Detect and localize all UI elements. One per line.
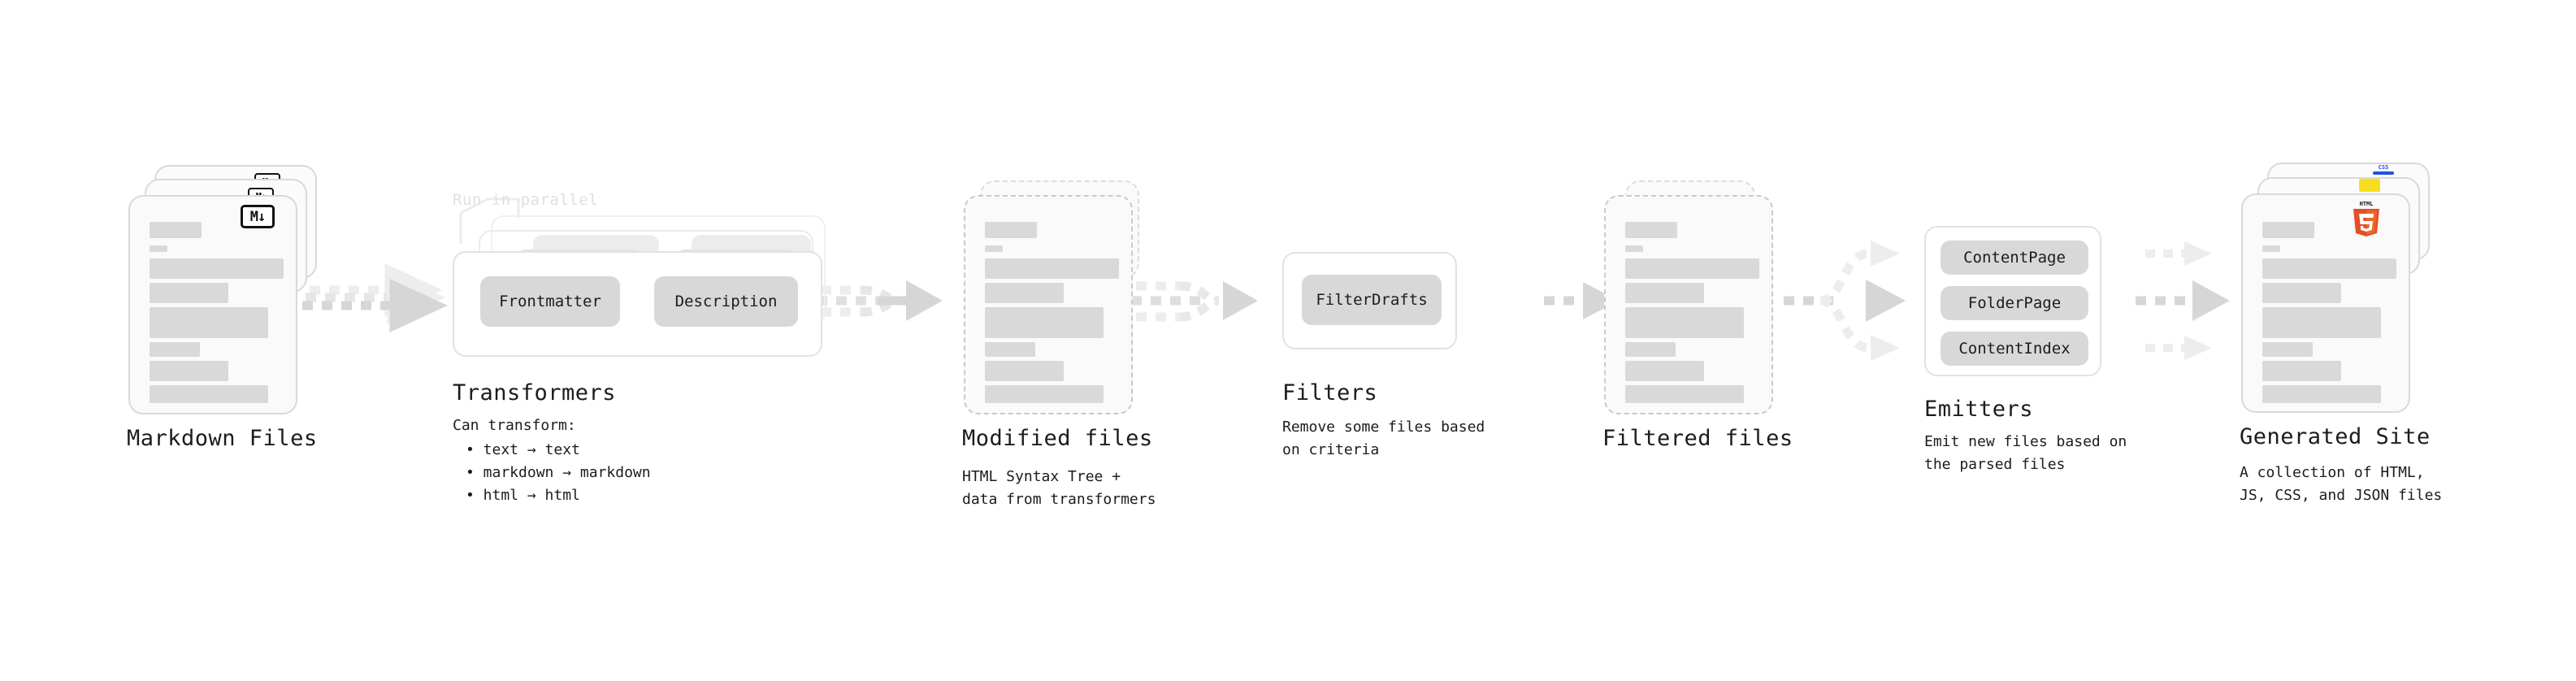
stage-title-filtered-files: Filtered files: [1602, 426, 1793, 451]
markdown-logo: M↓: [241, 205, 275, 228]
arrow-emitters-to-site: [2136, 241, 2230, 360]
transformer-node-label: Frontmatter: [499, 293, 601, 310]
transformer-node-label: Description: [674, 293, 778, 310]
generated-site-subtitle-line-1: JS, CSS, and JSON files: [2240, 486, 2443, 504]
stage-title-generated-site: Generated Site: [2240, 424, 2431, 449]
skeleton-bar: [985, 307, 1104, 338]
skeleton-bar: [2262, 245, 2280, 252]
run-in-parallel-label: Run in parallel: [453, 191, 599, 209]
stage-title-transformers: Transformers: [453, 380, 617, 406]
skeleton-bar: [985, 245, 1003, 252]
modified-files-subtitle-line-0: HTML Syntax Tree +: [962, 468, 1121, 485]
transformer-node-frontmatter[interactable]: Frontmatter: [480, 276, 620, 327]
skeleton-bar: [985, 385, 1104, 403]
css-badge: [2373, 171, 2394, 175]
modified-files-subtitle-line-1: data from transformers: [962, 490, 1156, 508]
skeleton-bar: [985, 342, 1035, 357]
filter-node-label: FilterDrafts: [1316, 291, 1428, 309]
skeleton-bar: [150, 385, 268, 403]
filters-group: FilterDrafts: [1282, 252, 1457, 349]
emitters-group: ContentPage FolderPage ContentIndex: [1924, 226, 2101, 376]
skeleton-bar: [1625, 222, 1677, 238]
arrow-modified-to-filters: [1131, 281, 1258, 322]
skeleton-bar: [985, 283, 1064, 303]
generated-card-front: [2241, 193, 2410, 413]
skeleton-bar: [1625, 385, 1744, 403]
emitters-subtitle-line-0: Emit new files based on: [1924, 433, 2127, 450]
emitter-node-label: ContentIndex: [1958, 340, 2071, 358]
skeleton-bar: [2262, 342, 2313, 357]
filtered-card-front: [1604, 195, 1773, 414]
transformers-bullet-1: • markdown → markdown: [466, 463, 651, 481]
emitter-node-folderpage[interactable]: FolderPage: [1941, 286, 2088, 320]
skeleton-bar: [150, 361, 228, 381]
modified-files-subtitle: HTML Syntax Tree + data from transformer…: [962, 466, 1156, 511]
stage-title-markdown-files: Markdown Files: [127, 426, 318, 451]
stage-title-filters: Filters: [1282, 380, 1378, 406]
skeleton-bar: [1625, 307, 1744, 338]
emitter-node-contentindex[interactable]: ContentIndex: [1941, 332, 2088, 366]
skeleton-bar: [150, 342, 200, 357]
transformers-bullet-0: • text → text: [466, 440, 580, 458]
stage-title-modified-files: Modified files: [962, 426, 1153, 451]
html5-logo: HTML: [2350, 199, 2383, 236]
skeleton-bar: [2262, 385, 2381, 403]
svg-text:HTML: HTML: [2360, 201, 2374, 207]
skeleton-bar: [2262, 222, 2314, 238]
emitters-subtitle-line-1: the parsed files: [1924, 455, 2066, 473]
markdown-card-front: [128, 195, 297, 414]
arrow-transformers-to-modified: [817, 280, 943, 321]
skeleton-bar: [150, 222, 202, 238]
arrow-filtered-to-emitters: [1784, 241, 1906, 361]
emitter-node-contentpage[interactable]: ContentPage: [1941, 241, 2088, 275]
skeleton-bar: [985, 222, 1037, 238]
emitters-subtitle: Emit new files based on the parsed files: [1924, 431, 2127, 476]
transformers-bullet-2: • html → html: [466, 486, 580, 504]
skeleton-bar: [2262, 307, 2381, 338]
skeleton-bar: [1625, 283, 1704, 303]
css-badge-label: CSS: [2378, 164, 2389, 171]
skeleton-bar: [150, 307, 268, 338]
filters-subtitle-line-1: on criteria: [1282, 440, 1380, 458]
skeleton-bar: [1625, 361, 1704, 381]
transformers-group-front: Frontmatter Description: [453, 251, 822, 357]
transformers-subtitle: Can transform: • text → text • markdown …: [453, 414, 651, 507]
js-badge: [2359, 179, 2380, 192]
skeleton-bar: [2262, 283, 2341, 303]
arrow-markdown-to-transformers: [302, 263, 448, 332]
filter-node-filterdrafts[interactable]: FilterDrafts: [1302, 275, 1442, 325]
stage-title-emitters: Emitters: [1924, 397, 2034, 422]
filters-subtitle: Remove some files based on criteria: [1282, 416, 1485, 462]
skeleton-bar: [150, 258, 284, 279]
generated-site-subtitle-line-0: A collection of HTML,: [2240, 464, 2425, 481]
transformer-node-description[interactable]: Description: [654, 276, 798, 327]
skeleton-bar: [2262, 258, 2396, 279]
modified-card-front: [964, 195, 1133, 414]
filters-subtitle-line-0: Remove some files based: [1282, 419, 1485, 436]
skeleton-bar: [2262, 361, 2341, 381]
skeleton-bar: [1625, 258, 1759, 279]
emitter-node-label: ContentPage: [1963, 249, 2066, 267]
skeleton-bar: [1625, 342, 1676, 357]
skeleton-bar: [150, 245, 167, 252]
skeleton-bar: [985, 361, 1064, 381]
emitter-node-label: FolderPage: [1967, 294, 2062, 312]
skeleton-bar: [985, 258, 1119, 279]
transformers-subtitle-heading: Can transform:: [453, 417, 576, 434]
skeleton-bar: [1625, 245, 1643, 252]
generated-site-subtitle: A collection of HTML, JS, CSS, and JSON …: [2240, 462, 2442, 507]
skeleton-bar: [150, 283, 228, 303]
